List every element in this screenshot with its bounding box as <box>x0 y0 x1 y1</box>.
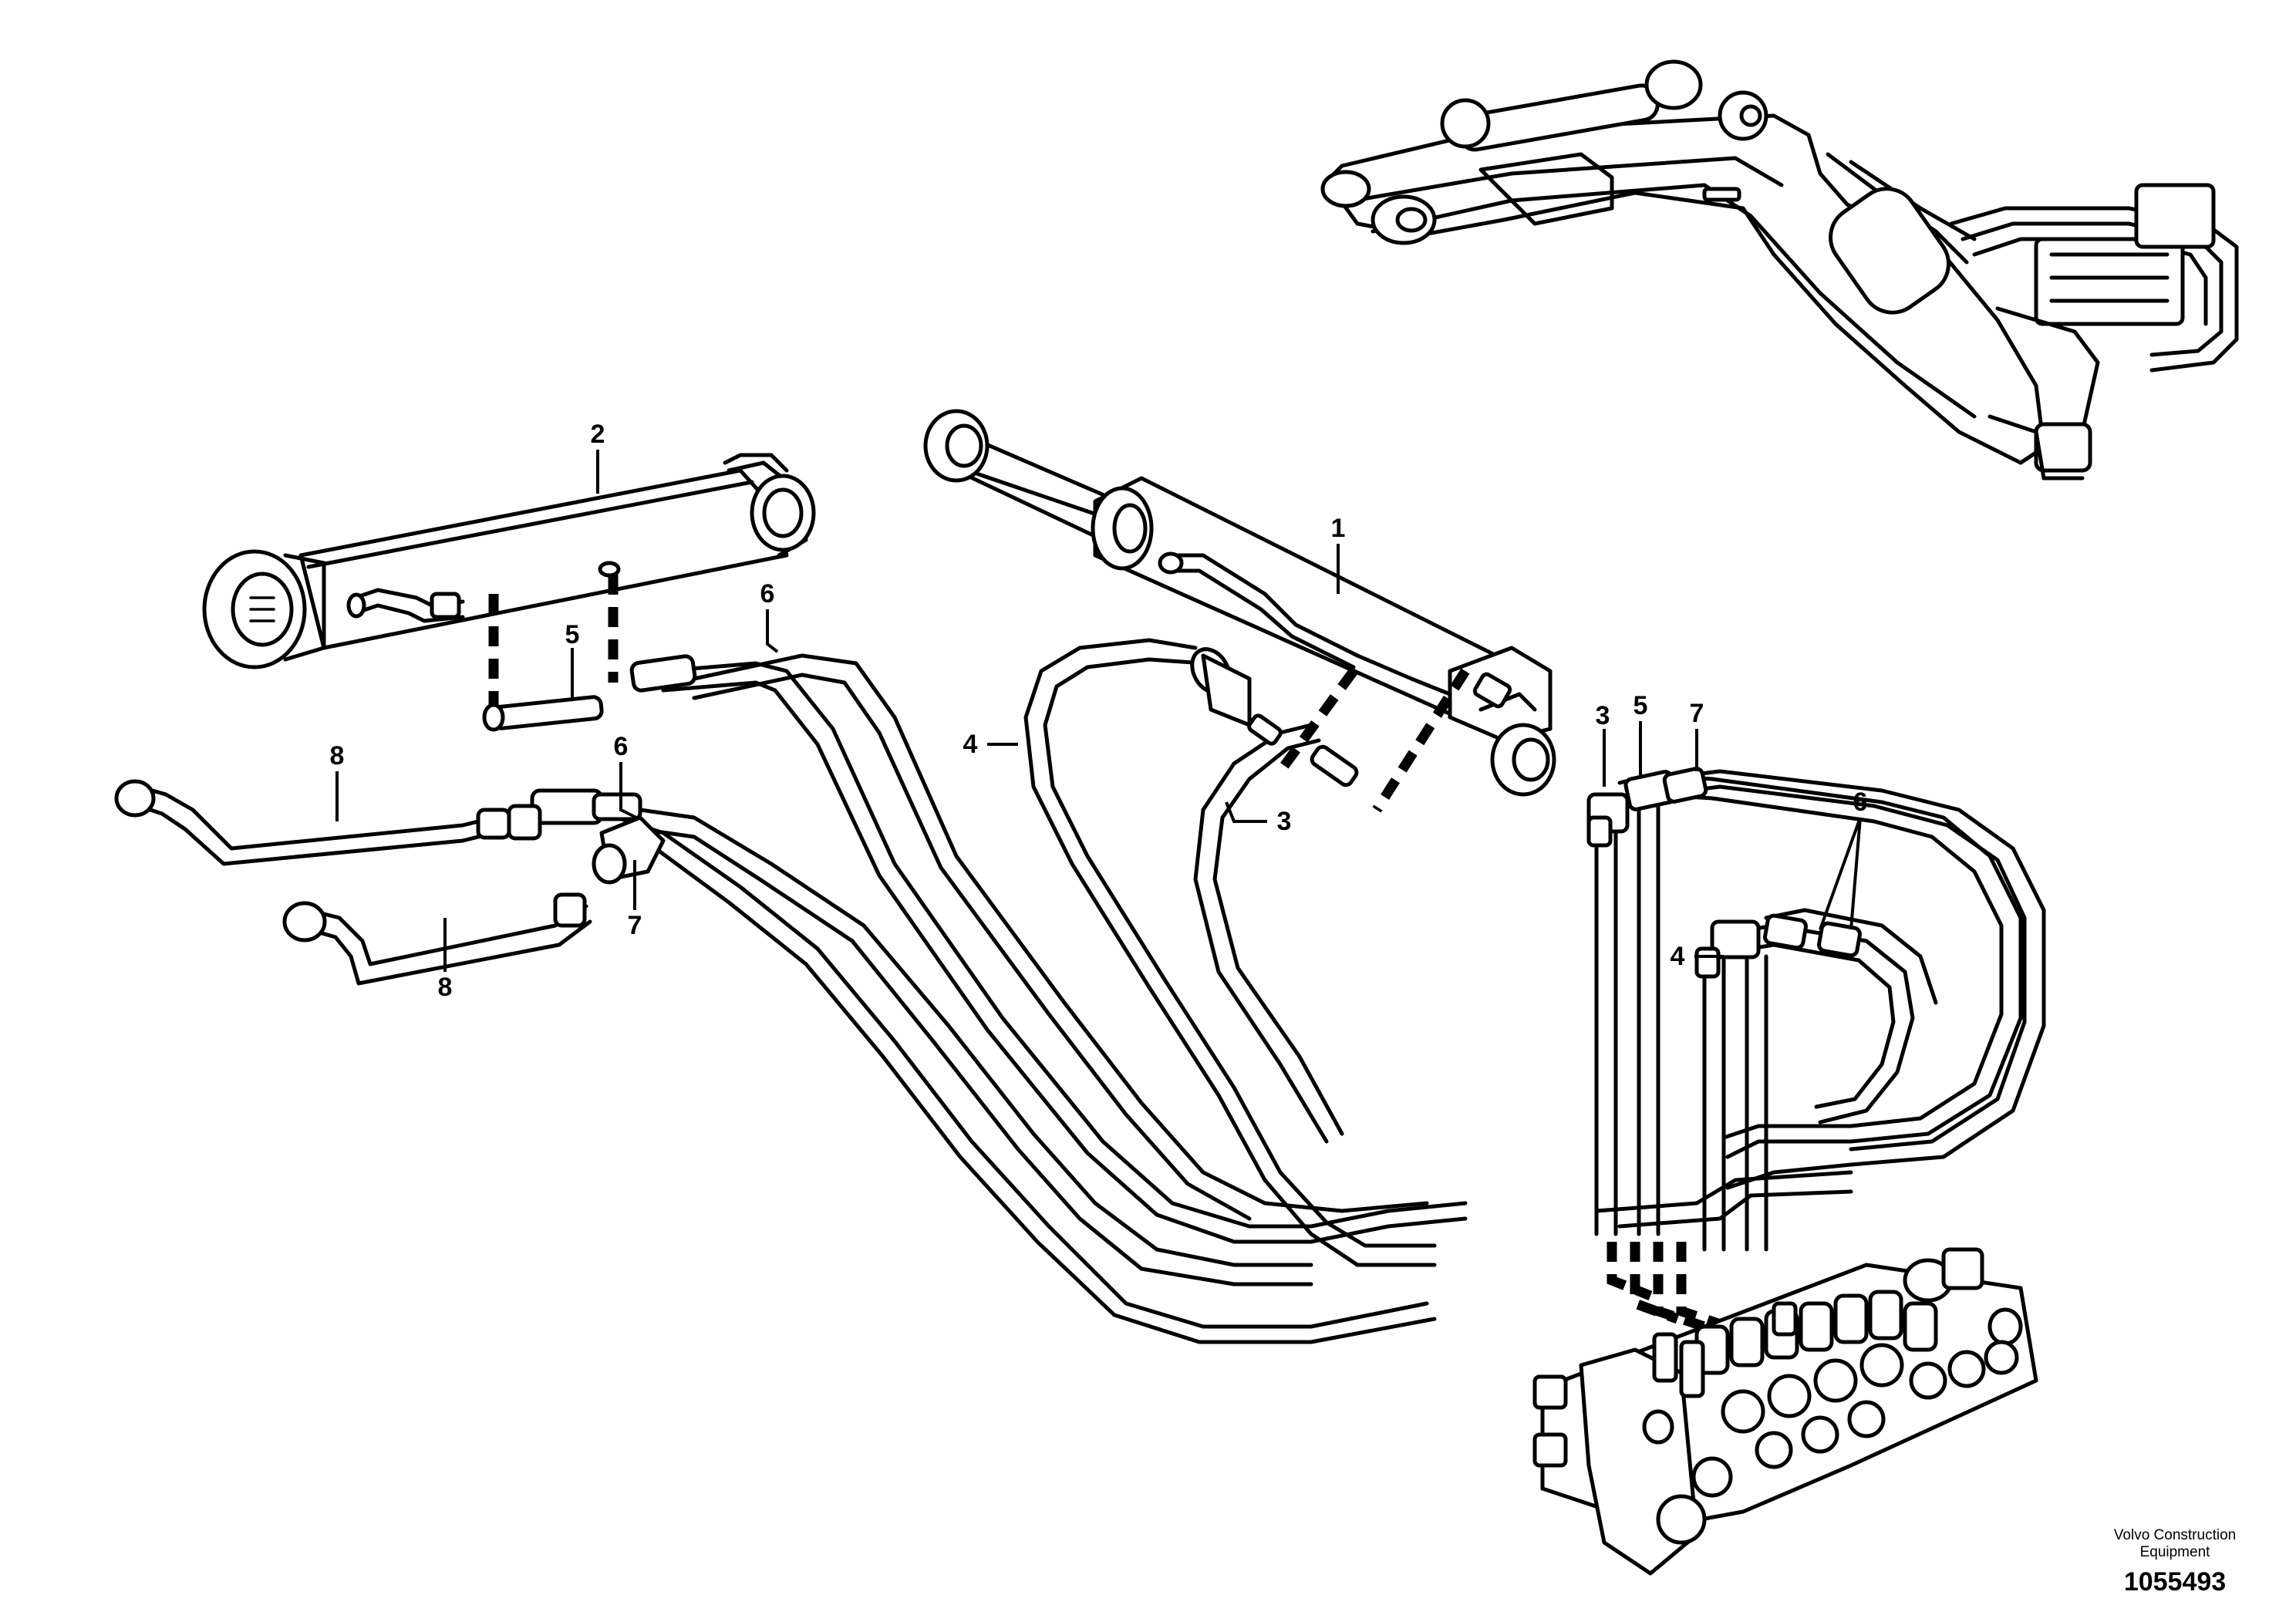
cylinder-1 <box>923 409 1556 797</box>
control-valve-block <box>1532 1247 2038 1576</box>
hoses-3-4 <box>1023 638 1437 1267</box>
callout-5: 5 <box>565 620 580 649</box>
callout-3: 3 <box>1595 701 1610 730</box>
boom-arm-overview <box>1320 59 2239 481</box>
leader-lines <box>335 450 1862 972</box>
callout-8: 8 <box>329 741 345 771</box>
callout-6: 6 <box>760 579 775 609</box>
callout-7: 7 <box>627 911 642 940</box>
callout-2: 2 <box>590 420 605 449</box>
callout-4: 4 <box>1670 942 1685 971</box>
cylinder-2 <box>202 453 816 669</box>
tubes-6 <box>482 653 1468 1344</box>
brand-name-line-2: Equipment <box>2139 1543 2210 1560</box>
drawing-number: 1055493 <box>2123 1566 2227 1597</box>
callout-7: 7 <box>1689 699 1704 728</box>
callout-5: 5 <box>1633 691 1648 720</box>
callout-3: 3 <box>1276 807 1292 836</box>
callout-6: 6 <box>1853 787 1868 817</box>
callout-8: 8 <box>437 973 453 1002</box>
brand-name-line-1: Volvo Construction <box>2113 1527 2237 1543</box>
right-pipe-bundle <box>1586 767 2046 1252</box>
callout-4: 4 <box>963 730 978 759</box>
brand-block: Volvo Construction Equipment 1055493 <box>2090 1527 2260 1597</box>
callout-1: 1 <box>1330 514 1346 543</box>
callout-6: 6 <box>613 732 629 761</box>
tubes-8 <box>114 779 592 986</box>
connection-dashes <box>488 575 1730 1332</box>
